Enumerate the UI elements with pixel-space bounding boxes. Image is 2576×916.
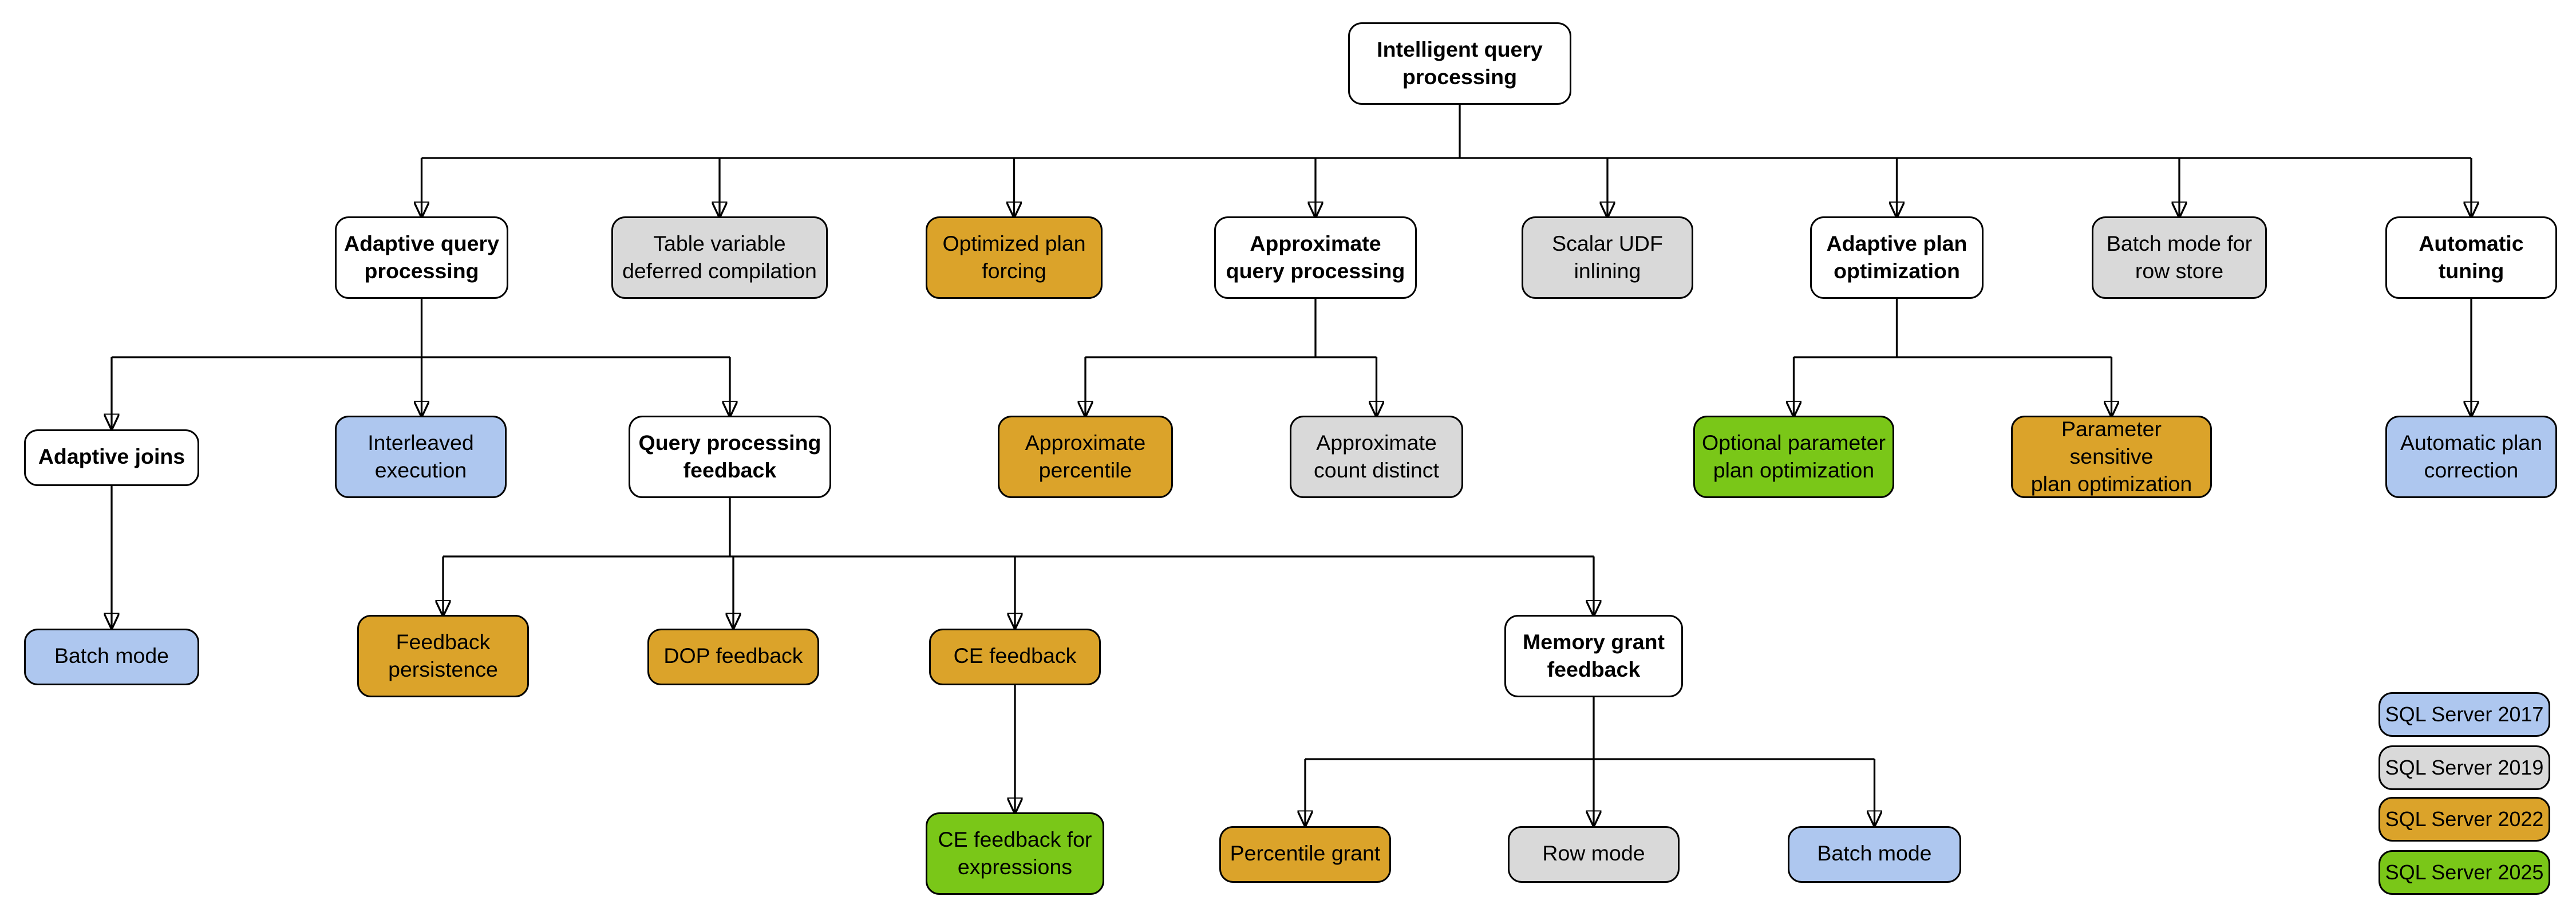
legend-sql-server-2019: SQL Server 2019 [2379, 744, 2550, 789]
node-memory-grant-feedback: Memory grant feedback [1504, 615, 1683, 697]
edges-memory-grant-feedback [1305, 697, 1875, 826]
edges-root [422, 105, 2472, 216]
node-batch-mode-for-row-store: Batch mode for row store [2092, 216, 2267, 299]
edge-line [421, 105, 2471, 159]
edge-line [112, 299, 730, 358]
node-ce-feedback: CE feedback [929, 627, 1101, 685]
edge-line [1085, 299, 1377, 358]
node-automatic-plan-correction: Automatic plan correction [2385, 416, 2557, 498]
edges-adaptive-query-processing [112, 299, 730, 429]
edge-line [1793, 299, 2112, 358]
node-percentile-grant: Percentile grant [1219, 825, 1391, 882]
node-table-variable-deferred-compilation: Table variable deferred compilation [611, 216, 828, 299]
node-query-processing-feedback: Query processing feedback [629, 416, 831, 498]
node-row-mode: Row mode [1508, 825, 1680, 882]
node-intelligent-query-processing: Intelligent query processing [1348, 22, 1571, 105]
node-approximate-percentile: Approximate percentile [998, 416, 1173, 498]
node-batch-mode-memory-grant: Batch mode [1788, 825, 1961, 882]
node-dop-feedback: DOP feedback [647, 627, 819, 685]
node-adaptive-query-processing: Adaptive query processing [335, 216, 508, 299]
node-automatic-tuning: Automatic tuning [2385, 216, 2557, 299]
node-optional-parameter-plan-optimization: Optional parameter plan optimization [1693, 416, 1894, 498]
legend-sql-server-2017: SQL Server 2017 [2379, 692, 2550, 737]
node-interleaved-execution: Interleaved execution [335, 416, 507, 498]
edges-adaptive-plan-optimization [1794, 299, 2112, 416]
node-batch-mode-adaptive-joins: Batch mode [24, 627, 199, 685]
legend-sql-server-2022: SQL Server 2022 [2379, 797, 2550, 842]
node-feedback-persistence: Feedback persistence [357, 615, 529, 697]
node-adaptive-plan-optimization: Adaptive plan optimization [1810, 216, 1984, 299]
node-approximate-count-distinct: Approximate count distinct [1290, 416, 1463, 498]
node-parameter-sensitive-plan-optimization: Parameter sensitive plan optimization [2011, 416, 2212, 498]
node-scalar-udf-inlining: Scalar UDF inlining [1522, 216, 1693, 299]
node-approximate-query-processing: Approximate query processing [1214, 216, 1417, 299]
node-optimized-plan-forcing: Optimized plan forcing [926, 216, 1103, 299]
edge-line [1305, 697, 1875, 760]
legend-sql-server-2025: SQL Server 2025 [2379, 849, 2550, 894]
node-ce-feedback-for-expressions: CE feedback for expressions [926, 812, 1104, 895]
edges-approximate-query-processing [1085, 299, 1377, 416]
node-adaptive-joins: Adaptive joins [24, 428, 199, 485]
edges-query-processing-feedback [443, 498, 1594, 628]
edge-line [443, 498, 1594, 558]
